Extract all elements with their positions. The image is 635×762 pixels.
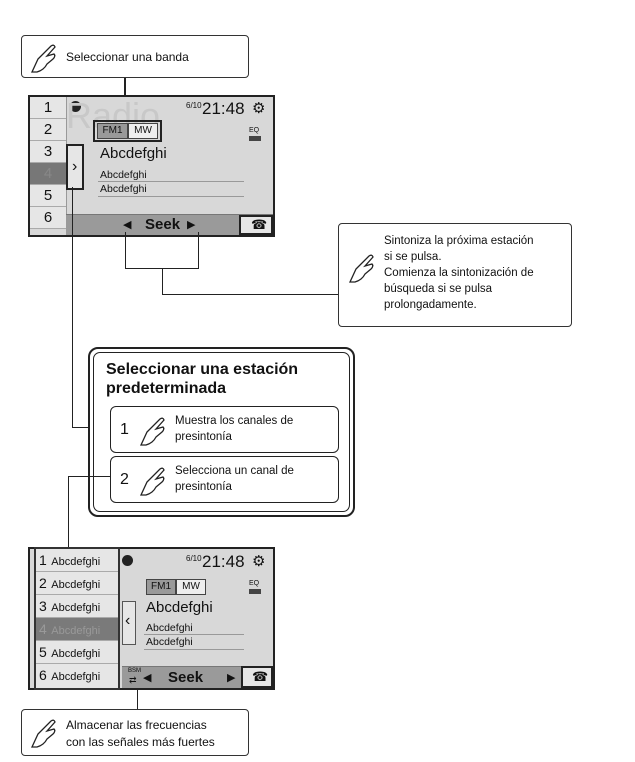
- preset-list-close-button[interactable]: ‹: [122, 601, 136, 645]
- seek-forward-icon[interactable]: ▶: [187, 219, 196, 231]
- preset-list-panel: 1 Abcdefghi 2 Abcdefghi 3 Abcdefghi 4 Ab…: [34, 547, 120, 690]
- phone-button[interactable]: ☎: [239, 215, 273, 235]
- divider: [98, 181, 244, 182]
- seek-text-5: prolongadamente.: [384, 299, 477, 311]
- step-2-number: 2: [120, 471, 129, 488]
- eq-label[interactable]: EQ: [249, 580, 260, 587]
- status-dot-icon: [70, 101, 81, 112]
- bsm-callout: Almacenar las frecuencias con las señale…: [21, 709, 249, 756]
- chevron-right-icon: ›: [72, 158, 78, 175]
- station-info-2: Abcdefghi: [100, 183, 147, 195]
- band-fm1-button[interactable]: FM1: [97, 123, 128, 139]
- connector: [72, 187, 73, 428]
- connector: [198, 232, 199, 269]
- touch-hand-icon: [30, 719, 56, 748]
- step-2-text-2: presintonía: [175, 481, 232, 493]
- bsm-text-1: Almacenar las frecuencias: [66, 718, 207, 732]
- preset-button-2[interactable]: 2: [30, 119, 66, 141]
- divider: [144, 634, 244, 635]
- station-info-2: Abcdefghi: [146, 636, 193, 648]
- step-1-number: 1: [120, 421, 129, 438]
- settings-gear-icon[interactable]: ⚙: [252, 553, 266, 570]
- preset-list-item-2[interactable]: 2 Abcdefghi: [36, 572, 118, 595]
- preset-list-item-1[interactable]: 1 Abcdefghi: [36, 549, 118, 572]
- preset-button-5[interactable]: 5: [30, 185, 66, 207]
- select-band-text: Seleccionar una banda: [66, 50, 189, 64]
- select-band-callout: Seleccionar una banda: [21, 35, 249, 78]
- seek-text-2: si se pulsa.: [384, 251, 442, 263]
- connector: [125, 232, 126, 269]
- seek-back-icon[interactable]: ◀: [143, 672, 152, 684]
- bsm-icon[interactable]: ⇄: [129, 675, 137, 685]
- preset-list-item-3[interactable]: 3 Abcdefghi: [36, 595, 118, 618]
- seek-text-4: búsqueda si se pulsa: [384, 283, 493, 295]
- seek-text-1: Sintoniza la próxima estación: [384, 235, 534, 247]
- settings-gear-icon[interactable]: ⚙: [252, 100, 266, 117]
- seek-bar: ◀ Seek ▶: [66, 214, 273, 235]
- phone-icon: ☎: [251, 217, 268, 232]
- touch-hand-icon: [139, 417, 165, 446]
- date: 6/10: [186, 554, 202, 563]
- bsm-text-2: con las señales más fuertes: [66, 735, 215, 749]
- band-fm1-button[interactable]: FM1: [146, 579, 176, 595]
- signal-strength-icon: [249, 589, 261, 594]
- date: 6/10: [186, 101, 202, 110]
- band-selector: FM1 MW: [93, 120, 162, 142]
- preset-button-6[interactable]: 6: [30, 207, 66, 229]
- status-dot-icon: [122, 555, 133, 566]
- seek-label: Seek: [145, 216, 181, 233]
- clock: 21:48: [202, 99, 245, 118]
- seek-label: Seek: [168, 669, 204, 686]
- seek-text-3: Comienza la sintonización de: [384, 267, 534, 279]
- seek-bar: BSM ⇄ ◀ Seek ▶: [122, 666, 273, 688]
- eq-label[interactable]: EQ: [249, 127, 260, 134]
- step-1: 1 Muestra los canales de presintonía: [110, 406, 339, 453]
- preset-button-4[interactable]: 4: [30, 163, 66, 185]
- connector: [162, 268, 163, 295]
- clock: 21:48: [202, 552, 245, 571]
- connector: [68, 476, 110, 477]
- preset-box-title-1: Seleccionar una estación: [106, 361, 299, 378]
- divider: [98, 196, 244, 197]
- touch-hand-icon: [139, 467, 165, 496]
- phone-icon: ☎: [252, 669, 269, 684]
- radio-screen-main: 1 2 3 4 5 6 Radio 6/10 21:48 ⚙ EQ FM1 MW…: [28, 95, 275, 237]
- connector: [137, 688, 138, 710]
- seek-callout: Sintoniza la próxima estación si se puls…: [338, 223, 572, 327]
- chevron-left-icon: ‹: [125, 612, 131, 629]
- band-mw-button[interactable]: MW: [176, 579, 206, 595]
- preset-button-3[interactable]: 3: [30, 141, 66, 163]
- connector: [162, 294, 340, 295]
- step-1-text-2: presintonía: [175, 431, 232, 443]
- preset-column: 1 2 3 4 5 6: [30, 97, 67, 235]
- select-preset-box: Seleccionar una estación predeterminada …: [88, 347, 355, 517]
- band-mw-button[interactable]: MW: [128, 123, 158, 139]
- phone-button[interactable]: ☎: [241, 666, 273, 688]
- preset-box-title-2: predeterminada: [106, 380, 227, 397]
- signal-strength-icon: [249, 136, 261, 141]
- divider: [144, 649, 244, 650]
- connector: [68, 476, 69, 548]
- station-info-1: Abcdefghi: [146, 622, 193, 634]
- touch-hand-icon: [30, 44, 56, 73]
- preset-list-open-button[interactable]: ›: [66, 144, 84, 190]
- seek-forward-icon[interactable]: ▶: [227, 672, 236, 684]
- station-name: Abcdefghi: [146, 599, 213, 616]
- station-info-1: Abcdefghi: [100, 169, 147, 181]
- station-name: Abcdefghi: [100, 145, 167, 162]
- preset-list-item-4[interactable]: 4 Abcdefghi: [36, 618, 118, 641]
- touch-hand-icon: [348, 254, 374, 283]
- step-2: 2 Selecciona un canal de presintonía: [110, 456, 339, 503]
- step-2-text-1: Selecciona un canal de: [175, 465, 294, 477]
- preset-button-1[interactable]: 1: [30, 97, 66, 119]
- step-1-text-1: Muestra los canales de: [175, 415, 294, 427]
- seek-back-icon[interactable]: ◀: [123, 219, 132, 231]
- preset-list-item-5[interactable]: 5 Abcdefghi: [36, 641, 118, 664]
- preset-list-item-6[interactable]: 6 Abcdefghi: [39, 667, 101, 683]
- bsm-label[interactable]: BSM: [128, 668, 142, 674]
